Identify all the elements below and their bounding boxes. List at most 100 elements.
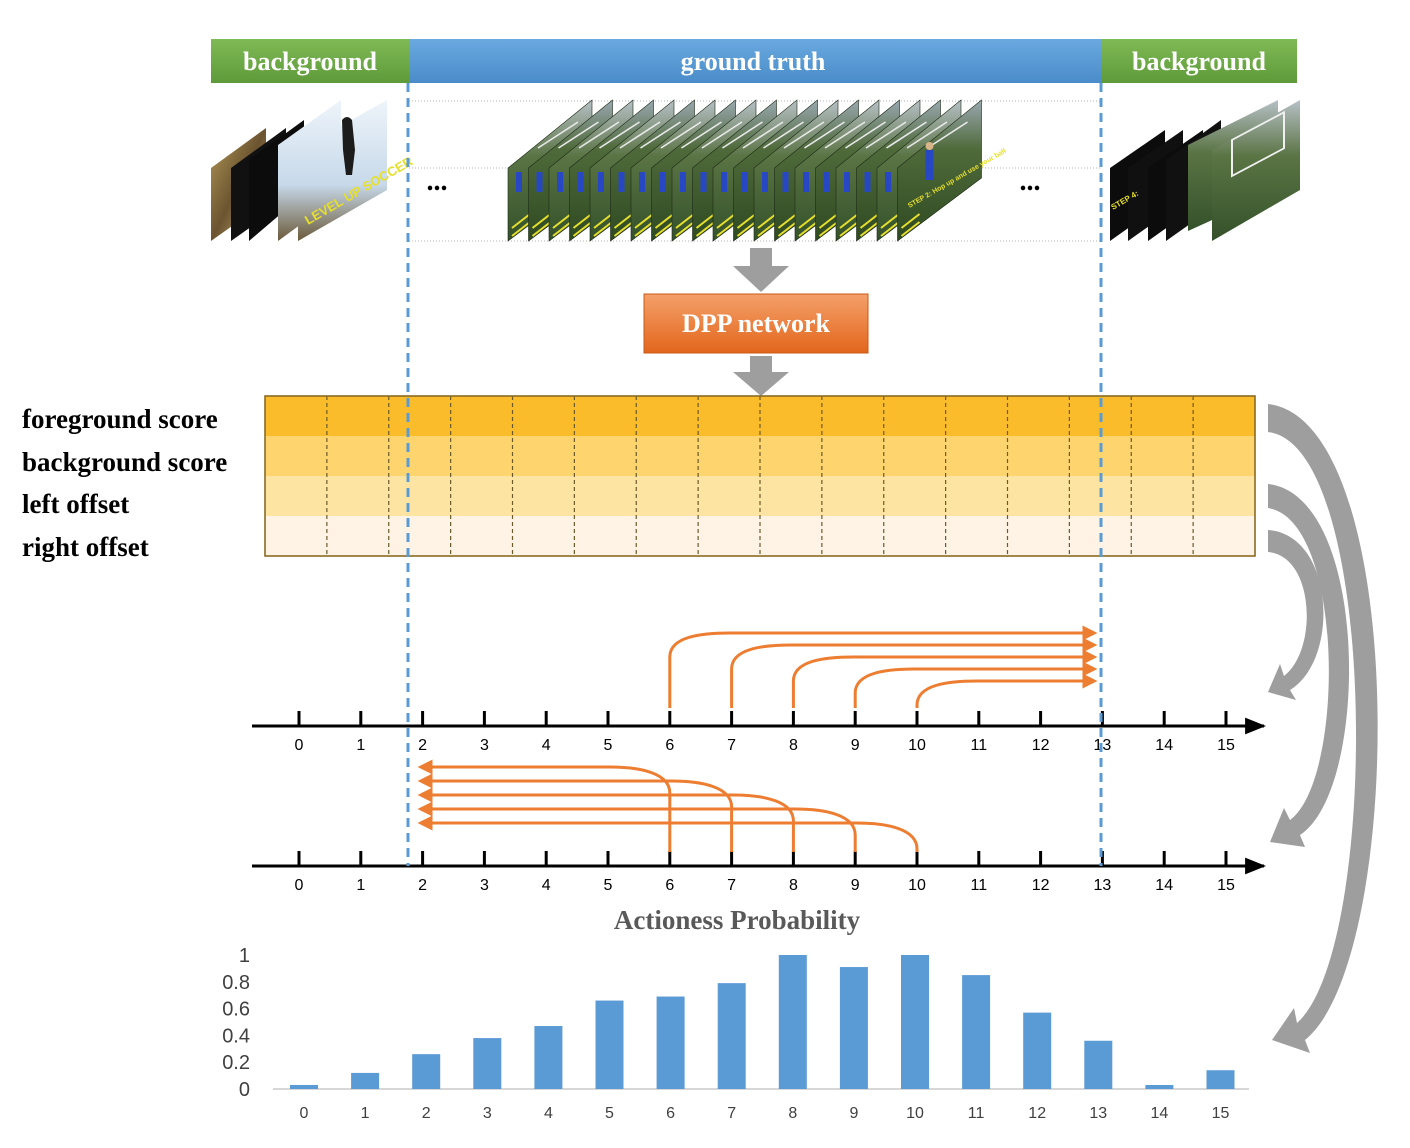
chart-x-tick-label: 15: [1212, 1105, 1230, 1122]
axis-tick-label: 4: [542, 877, 551, 894]
axis-tick-label: 2: [418, 877, 427, 894]
offset-arrow: [915, 673, 1098, 708]
chart-x-tick-label: 12: [1028, 1105, 1046, 1122]
chart-x-tick-label: 10: [906, 1105, 924, 1122]
axis-tick-label: 12: [1032, 877, 1050, 894]
chart-bar: [1145, 1084, 1174, 1089]
axis-tick-label: 11: [970, 737, 987, 754]
offset-arrow: [417, 787, 795, 852]
chart-x-tick-label: 6: [666, 1105, 675, 1122]
score-table-border: [264, 395, 1256, 557]
video-frames-background-right: STEP 4:: [1110, 100, 1300, 241]
label-left-offset: left offset: [22, 489, 129, 519]
chart-x-tick-label: 9: [849, 1105, 858, 1122]
chart-x-tick-label: 14: [1151, 1105, 1169, 1122]
frames-ellipsis-left: ...: [427, 166, 448, 197]
chart-x-tick-label: 2: [422, 1105, 431, 1122]
axis-tick-label: 15: [1217, 877, 1235, 894]
chart-bar: [412, 1054, 441, 1089]
label-background-score: background score: [22, 447, 227, 477]
chart-bar: [839, 967, 868, 1089]
chart-y-tick-label: 0.6: [222, 999, 250, 1021]
frames-ellipsis-right: ...: [1020, 166, 1041, 197]
chart-bar: [778, 955, 807, 1089]
chart-x-tick-label: 3: [483, 1105, 492, 1122]
axis-tick-label: 14: [1155, 877, 1173, 894]
axis-tick-label: 10: [908, 737, 926, 754]
chart-x-tick-label: 11: [968, 1105, 985, 1122]
chart-y-tick-label: 1: [239, 945, 250, 967]
chart-bar: [351, 1072, 380, 1089]
axis-tick-label: 15: [1217, 737, 1235, 754]
frame-thumbnail: [897, 99, 982, 242]
offset-arrow: [417, 759, 672, 852]
offset-arrow: [417, 801, 857, 852]
video-frames-ground-truth: STEP 2: Hop up and use your ball: [507, 99, 1007, 242]
chart-x-tick-label: 0: [300, 1105, 309, 1122]
chart-x-tick-label: 4: [544, 1105, 553, 1122]
axis-tick-label: 1: [356, 737, 365, 754]
chart-y-tick-label: 0.4: [222, 1025, 250, 1047]
chart-bar: [962, 975, 991, 1089]
chart-bar: [1206, 1070, 1235, 1089]
axis-tick-label: 8: [789, 737, 798, 754]
chart-bar: [595, 1000, 624, 1089]
offset-arrow: [417, 815, 919, 852]
axis-tick-label: 9: [851, 877, 860, 894]
video-frames-background-left: LEVEL UP SOCCER: [211, 100, 416, 241]
chart-x-tick-label: 5: [605, 1105, 614, 1122]
offset-arrow: [791, 649, 1098, 708]
axis-tick-label: 3: [480, 877, 489, 894]
axis-tick-label: 11: [970, 877, 987, 894]
chart-x-tick-label: 13: [1089, 1105, 1107, 1122]
chart-bar: [901, 955, 929, 1089]
chart-y-tick-label: 0.8: [222, 972, 250, 994]
chart-bar: [473, 1038, 502, 1089]
score-table: [264, 395, 1256, 557]
axis-tick-label: 4: [542, 737, 551, 754]
chart-bar: [1023, 1012, 1052, 1089]
chart-x-tick-label: 1: [361, 1105, 370, 1122]
dpp-network-label: DPP network: [682, 309, 831, 338]
chart-title: Actioness Probability: [614, 905, 861, 935]
axis-tick-label: 7: [727, 737, 736, 754]
axis-tick-label: 5: [604, 737, 613, 754]
axis-tick-label: 0: [295, 877, 304, 894]
chart-y-tick-label: 0: [239, 1079, 250, 1101]
axis-tick-label: 2: [418, 737, 427, 754]
axis-tick-label: 3: [480, 737, 489, 754]
chart-bar: [290, 1084, 318, 1089]
axis-tick-label: 6: [665, 877, 674, 894]
axis-tick-label: 0: [295, 737, 304, 754]
header-ground-truth-label: ground truth: [681, 47, 826, 76]
down-arrow-to-network: [733, 248, 789, 292]
grey-curved-arrows: [1268, 404, 1378, 1053]
chart-bar: [717, 983, 746, 1089]
score-row-0: [265, 396, 1255, 436]
offset-arrow: [730, 637, 1098, 708]
chart-bar: [534, 1026, 563, 1089]
axis-tick-label: 8: [789, 877, 798, 894]
dpp-network-box: DPP network: [643, 293, 869, 354]
chart-x-tick-label: 7: [727, 1105, 736, 1122]
axis-tick-label: 9: [851, 737, 860, 754]
down-arrow-to-scores: [733, 356, 789, 396]
offset-arrow: [668, 625, 1098, 708]
timeline-header: background ground truth background: [211, 39, 1297, 83]
header-background-right-label: background: [1132, 47, 1266, 76]
axis-tick-label: 7: [727, 877, 736, 894]
label-right-offset: right offset: [22, 532, 149, 562]
axis-tick-label: 10: [908, 877, 926, 894]
label-foreground-score: foreground score: [22, 404, 218, 434]
header-background-left: [211, 39, 409, 83]
chart-bar: [656, 996, 685, 1089]
axis-tick-label: 6: [665, 737, 674, 754]
offset-arrow: [853, 661, 1098, 708]
axis-tick-label: 5: [604, 877, 613, 894]
offset-arrow: [417, 773, 734, 852]
chart-y-tick-label: 0.2: [222, 1052, 250, 1074]
